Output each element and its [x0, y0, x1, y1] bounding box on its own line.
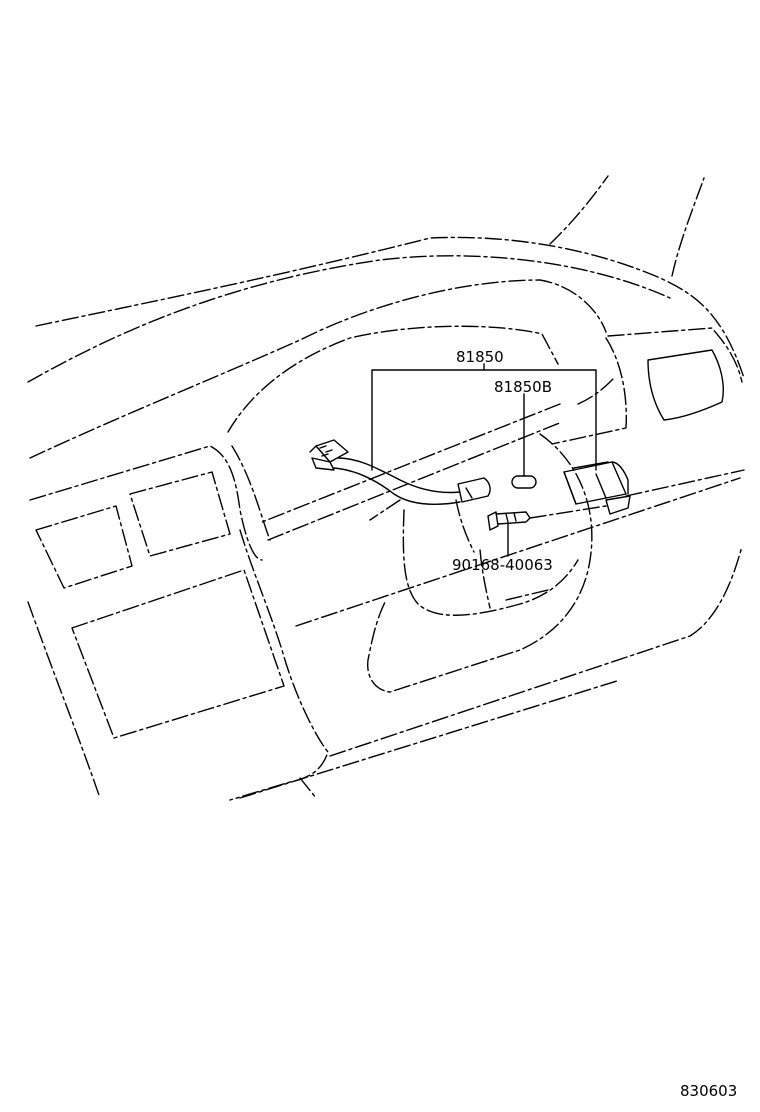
- callout-part-group: 81850: [456, 348, 504, 366]
- screw-part: [487, 505, 607, 531]
- leader-lines: [371, 363, 597, 557]
- wire-harness: [309, 439, 491, 506]
- bulb-part: [511, 475, 537, 489]
- figure-id: 830603: [680, 1082, 737, 1100]
- switch-housing: [563, 461, 631, 515]
- panel-openings: [35, 349, 724, 739]
- callout-part-screw: 90168-40063: [452, 556, 553, 574]
- dashboard-outline: [27, 175, 745, 801]
- callout-part-bulb: 81850B: [494, 378, 552, 396]
